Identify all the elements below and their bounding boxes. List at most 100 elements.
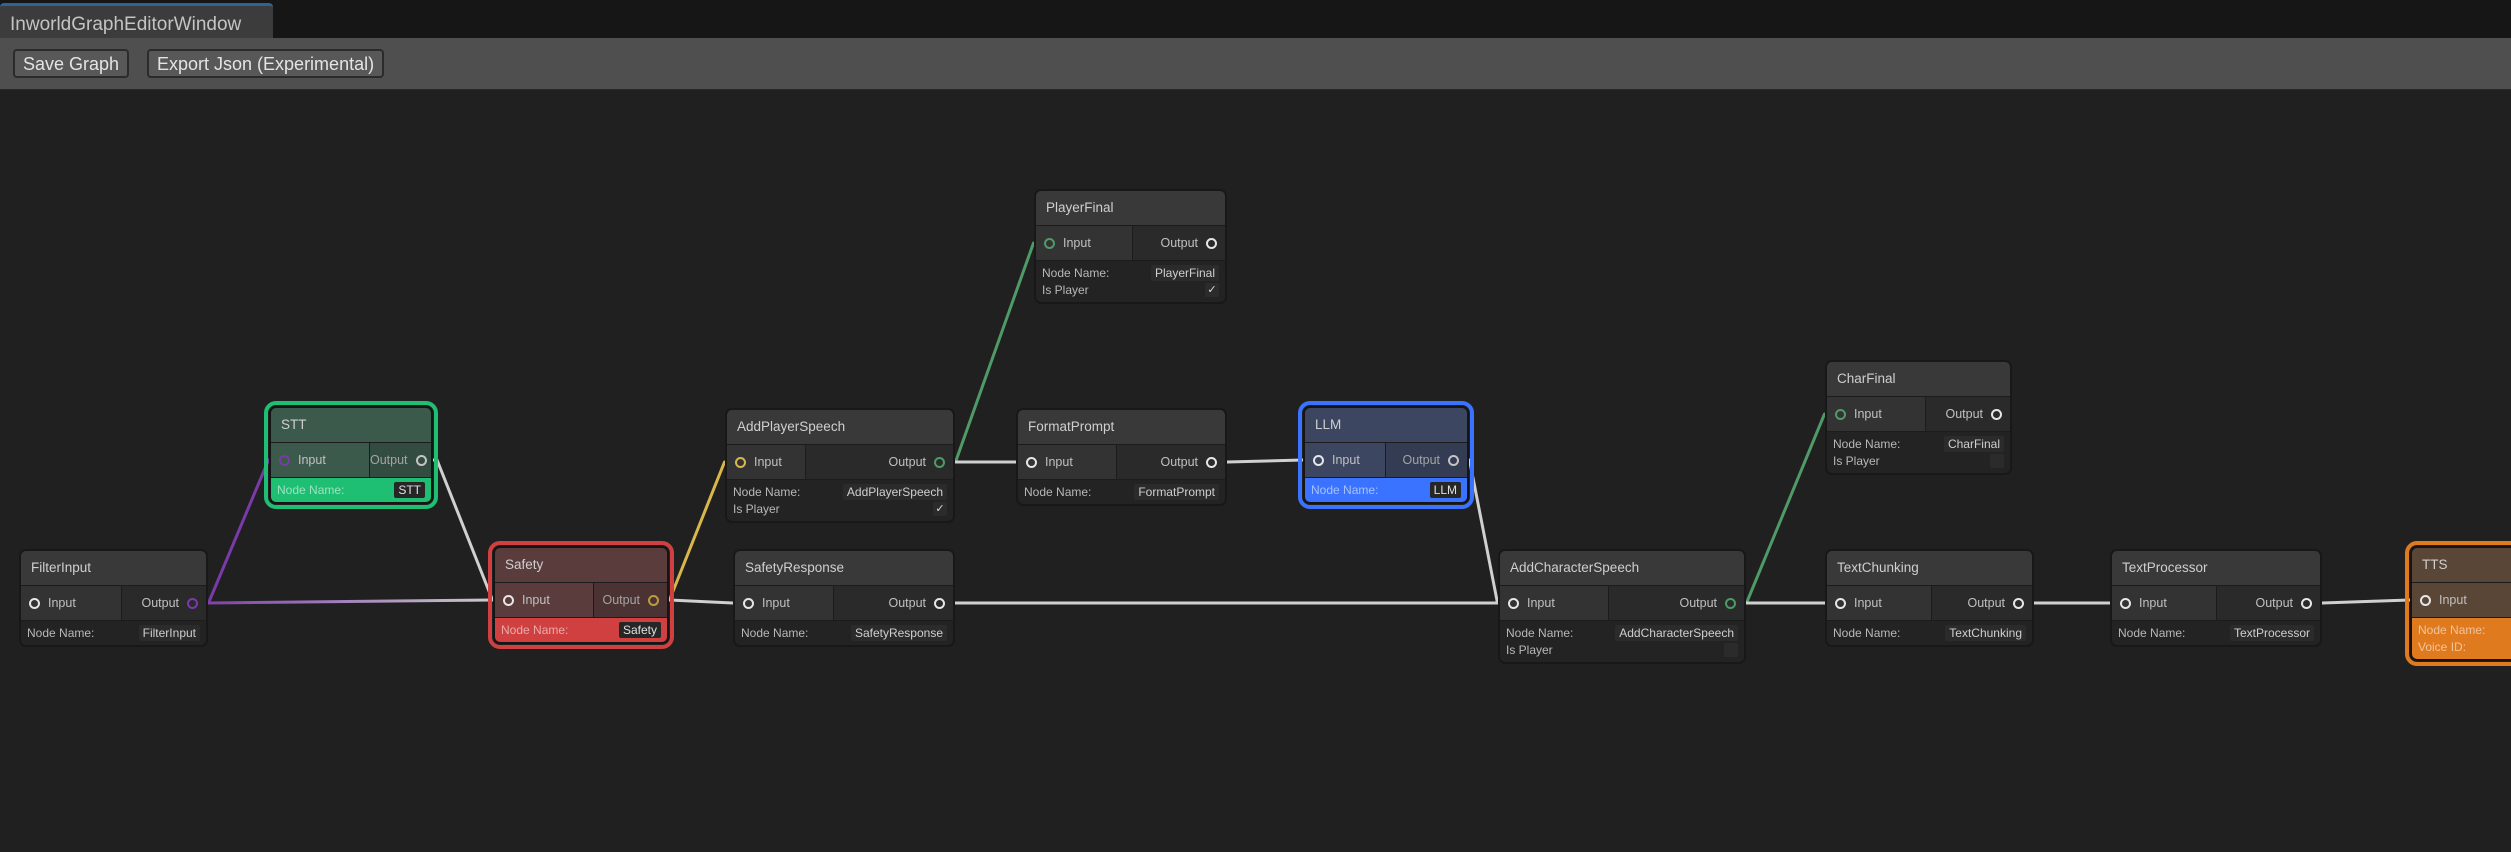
output-port-icon[interactable] <box>2013 597 2024 609</box>
node-formatprompt[interactable]: FormatPrompt Input Output Node Name:Form… <box>1016 408 1227 506</box>
input-port-icon[interactable] <box>2420 594 2431 606</box>
output-label: Output <box>1967 596 2005 610</box>
node-charfinal[interactable]: CharFinal Input Output Node Name:CharFin… <box>1825 360 2012 475</box>
field-label: Node Name: <box>1833 625 1901 640</box>
output-port[interactable]: Output <box>122 586 206 620</box>
node-fields: Node Name:Safety <box>495 618 667 642</box>
input-label: Input <box>1854 596 1882 610</box>
node-name-field[interactable]: AddPlayerSpeech <box>842 483 947 500</box>
output-port-icon[interactable] <box>1991 408 2002 420</box>
output-port[interactable]: Output <box>370 443 431 477</box>
node-name-field[interactable]: CharFinal <box>1943 435 2004 452</box>
node-name-field[interactable]: PlayerFinal <box>1150 264 1219 281</box>
tab-inworld-graph-editor[interactable]: InworldGraphEditorWindow <box>0 3 273 38</box>
input-port-icon[interactable] <box>279 454 290 466</box>
node-title: PlayerFinal <box>1036 191 1225 226</box>
node-addplayerspeech[interactable]: AddPlayerSpeech Input Output Node Name:A… <box>725 408 955 523</box>
node-safetyresponse[interactable]: SafetyResponse Input Output Node Name: Sa… <box>733 549 955 647</box>
input-port[interactable]: Input <box>1018 445 1117 479</box>
node-safety[interactable]: Safety Input Output Node Name:Safety <box>488 541 674 649</box>
output-port[interactable]: Output <box>1133 226 1225 260</box>
node-name-field[interactable]: FormatPrompt <box>1134 483 1219 500</box>
save-graph-button[interactable]: Save Graph <box>13 49 130 78</box>
input-port[interactable]: Input <box>1827 397 1926 431</box>
node-textchunking[interactable]: TextChunking Input Output Node Name:Text… <box>1825 549 2034 647</box>
input-port[interactable]: Input <box>1500 586 1609 620</box>
node-fields: Node Name: SafetyResponse <box>735 621 953 645</box>
input-port-icon[interactable] <box>735 456 746 468</box>
input-port[interactable]: Input <box>1827 586 1932 620</box>
input-port-icon[interactable] <box>1313 454 1324 466</box>
node-tts[interactable]: TTS Input Output Node Name:Voice ID: <box>2405 541 2511 666</box>
input-port-icon[interactable] <box>2120 597 2131 609</box>
output-port-icon[interactable] <box>187 597 198 609</box>
is-player-checkbox[interactable]: ✓ <box>933 501 947 516</box>
output-port[interactable]: Output <box>594 583 667 617</box>
node-name-field[interactable]: SafetyResponse <box>850 624 947 641</box>
node-name-field[interactable]: LLM <box>1429 481 1461 498</box>
input-port[interactable]: Input <box>735 586 834 620</box>
node-addcharacterspeech[interactable]: AddCharacterSpeech Input Output Node Nam… <box>1498 549 1746 664</box>
is-player-checkbox[interactable]: ✓ <box>1205 282 1219 297</box>
input-port[interactable]: Input <box>2112 586 2217 620</box>
output-port[interactable]: Output <box>806 445 953 479</box>
is-player-checkbox[interactable] <box>1990 453 2004 468</box>
input-port-icon[interactable] <box>1835 408 1846 420</box>
field-label: Node Name: <box>1024 484 1092 499</box>
output-port-icon[interactable] <box>648 594 659 606</box>
input-port-icon[interactable] <box>29 597 40 609</box>
output-port[interactable]: Output <box>1932 586 2032 620</box>
output-port-icon[interactable] <box>415 454 427 466</box>
output-port[interactable]: Output <box>1386 443 1467 477</box>
input-label: Input <box>1063 236 1091 250</box>
port-row: Input Output <box>495 583 667 618</box>
output-port-icon[interactable] <box>934 456 945 468</box>
field-row: Is Player <box>1833 452 2004 469</box>
field-label: Node Name: <box>2418 622 2486 637</box>
node-name-field[interactable]: TextProcessor <box>2229 624 2314 641</box>
output-port[interactable]: Output <box>2217 586 2320 620</box>
input-port-icon[interactable] <box>1026 456 1037 468</box>
output-port[interactable]: Output <box>1117 445 1225 479</box>
input-port[interactable]: Input <box>271 443 370 477</box>
input-port[interactable]: Input <box>727 445 806 479</box>
input-port-icon[interactable] <box>743 597 754 609</box>
node-title: SafetyResponse <box>735 551 953 586</box>
node-filterinput[interactable]: FilterInput Input Output Node Name:Filte… <box>19 549 208 647</box>
output-port[interactable]: Output <box>1926 397 2010 431</box>
field-label: Node Name: <box>733 484 801 499</box>
is-player-checkbox[interactable] <box>1724 642 1738 657</box>
node-name-field[interactable]: FilterInput <box>138 624 200 641</box>
node-name-field[interactable]: AddCharacterSpeech <box>1615 624 1738 641</box>
output-port[interactable]: Output <box>1609 586 1744 620</box>
output-port-icon[interactable] <box>1725 597 1736 609</box>
output-port-icon[interactable] <box>2301 597 2312 609</box>
node-textprocessor[interactable]: TextProcessor Input Output Node Name:Tex… <box>2110 549 2322 647</box>
field-label: Node Name: <box>741 625 809 640</box>
input-port-icon[interactable] <box>1835 597 1846 609</box>
node-name-field[interactable]: STT <box>394 481 425 498</box>
field-label: Node Name: <box>1311 482 1379 497</box>
input-port[interactable]: Input <box>1036 226 1133 260</box>
export-json-button[interactable]: Export Json (Experimental) <box>147 49 385 78</box>
node-stt[interactable]: STT Input Output Node Name:STT <box>264 401 438 509</box>
input-port-icon[interactable] <box>1508 597 1519 609</box>
input-port[interactable]: Input <box>1305 443 1386 477</box>
input-label: Input <box>48 596 76 610</box>
output-port[interactable]: Output <box>834 586 953 620</box>
output-port-icon[interactable] <box>1206 237 1217 249</box>
node-name-field[interactable]: Safety <box>618 621 661 638</box>
node-name-field[interactable]: TextChunking <box>1945 624 2026 641</box>
node-playerfinal[interactable]: PlayerFinal Input Output Node Name:Playe… <box>1034 189 1227 304</box>
field-row: Is Player✓ <box>1042 281 1219 298</box>
node-llm[interactable]: LLM Input Output Node Name:LLM <box>1298 401 1474 509</box>
output-port-icon[interactable] <box>1448 454 1459 466</box>
input-port[interactable]: Input <box>495 583 594 617</box>
input-port[interactable]: Input <box>2412 583 2511 617</box>
input-port-icon[interactable] <box>1044 237 1055 249</box>
output-port-icon[interactable] <box>1206 456 1217 468</box>
input-port-icon[interactable] <box>503 594 514 606</box>
input-port[interactable]: Input <box>21 586 122 620</box>
node-title: FilterInput <box>21 551 206 586</box>
output-port-icon[interactable] <box>934 597 945 609</box>
